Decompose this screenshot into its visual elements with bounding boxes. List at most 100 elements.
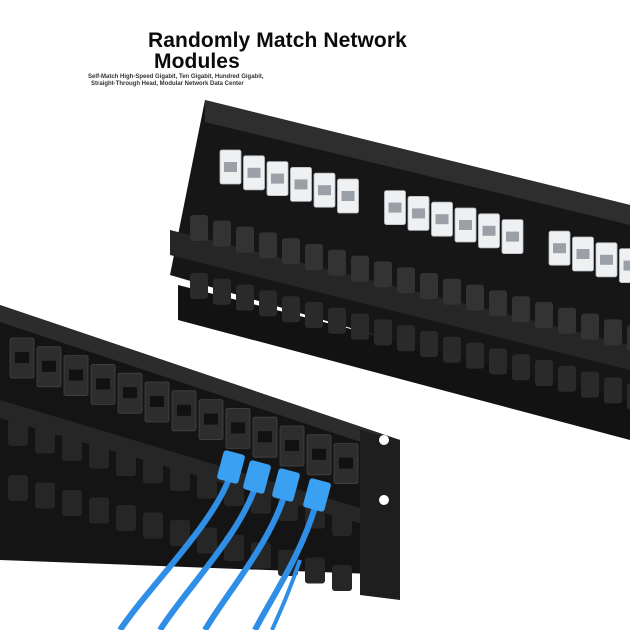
white-keystone-jack [572, 236, 594, 272]
keystone-latch [351, 255, 369, 282]
keystone-latch [604, 377, 622, 404]
cable-3 [202, 468, 300, 630]
black-keystone-jack [171, 390, 197, 432]
keystone-latch [282, 238, 300, 265]
jack-port [294, 179, 308, 190]
black-keystone-jack [36, 346, 62, 388]
subheadline-line-1: Self-Match High-Speed Gigabit, Ten Gigab… [88, 74, 264, 80]
keystone-latch [466, 284, 484, 311]
jack-port [412, 208, 425, 219]
keystone-latch [89, 442, 109, 469]
keystone-latch [443, 336, 461, 363]
keystone-latch [581, 313, 599, 340]
keystone-latch [236, 284, 254, 311]
jack-port [224, 162, 237, 172]
jack-port [623, 260, 630, 271]
keystone-latch [305, 244, 323, 270]
keystone-latch [236, 226, 254, 253]
jack-port [150, 396, 164, 407]
subheadline-line-2: Straight-Through Head, Modular Network D… [91, 81, 244, 87]
black-keystone-jack [198, 399, 224, 441]
jack-port [435, 214, 449, 225]
keystone-latch [170, 520, 190, 546]
black-keystone-jack [117, 372, 143, 414]
keystone-latch [627, 325, 630, 352]
keystone-latch [259, 232, 277, 259]
keystone-latch [558, 365, 576, 392]
black-keystone-jack [144, 381, 170, 423]
keystone-latch [420, 331, 438, 357]
keystone-latch [8, 420, 28, 446]
keystone-latch [328, 249, 346, 276]
keystone-latch [305, 302, 323, 328]
keystone-latch [190, 273, 208, 299]
jack-port [231, 422, 245, 434]
jack-port [600, 254, 613, 265]
white-keystone-jack [501, 219, 524, 255]
keystone-latch [397, 325, 415, 352]
jack-port [42, 360, 56, 372]
keystone-latch [332, 565, 352, 591]
keystone-latch [489, 290, 507, 317]
product-subheadline: Self-Match High-Speed Gigabit, Ten Gigab… [88, 74, 264, 88]
white-keystone-jack [290, 166, 312, 202]
jack-port [553, 243, 566, 254]
keystone-latch [190, 215, 208, 241]
jack-port [312, 448, 326, 460]
black-keystone-jack [63, 355, 89, 397]
white-keystone-jack [595, 242, 618, 278]
keystone-latch [443, 278, 461, 305]
keystone-latch [116, 505, 136, 531]
white-keystone-row [219, 149, 630, 283]
patch-panel-back [170, 100, 630, 440]
jack-port [177, 404, 191, 416]
jack-port [482, 225, 496, 236]
keystone-latch [420, 273, 438, 299]
jack-port [459, 220, 472, 230]
keystone-latch [397, 267, 415, 294]
keystone-latch [116, 450, 136, 476]
product-headline: Randomly Match Network Modules [148, 30, 407, 72]
headline-line-2: Modules [154, 50, 240, 73]
jack-port [204, 413, 218, 425]
white-keystone-jack [619, 248, 630, 283]
keystone-latch [535, 360, 553, 386]
keystone-latch [627, 383, 630, 410]
keystone-latch [489, 348, 507, 375]
black-keystone-jack [9, 337, 35, 379]
cable-2 [157, 460, 271, 630]
jack-port [318, 185, 331, 196]
keystone-latch [332, 510, 352, 536]
keystone-latch [351, 313, 369, 340]
jack-port [271, 173, 284, 184]
black-keystone-jack [306, 434, 332, 476]
keystone-latch [328, 307, 346, 334]
black-keystone-jack [225, 407, 251, 449]
white-keystone-jack [337, 178, 359, 214]
keystone-latch [604, 319, 622, 346]
keystone-latch [197, 472, 217, 499]
keystone-latch [143, 512, 163, 539]
back-latch-row [190, 215, 630, 410]
jack-port [285, 440, 299, 451]
keystone-latch [35, 427, 55, 454]
white-keystone-jack [219, 149, 242, 185]
headline-line-1: Randomly Match Network [148, 29, 407, 52]
white-keystone-jack [384, 190, 406, 226]
keystone-latch [512, 296, 530, 323]
keystone-latch [213, 278, 231, 305]
black-keystone-jack [279, 425, 305, 467]
white-keystone-jack [243, 155, 265, 191]
white-keystone-jack [454, 207, 477, 243]
keystone-latch [89, 497, 109, 524]
keystone-latch [197, 527, 217, 554]
jack-port [339, 457, 353, 469]
keystone-latch [282, 296, 300, 323]
white-keystone-jack [478, 213, 500, 249]
keystone-latch [259, 290, 277, 317]
white-keystone-jack [407, 195, 430, 231]
black-keystone-jack [90, 363, 116, 405]
keystone-latch [581, 371, 599, 398]
keystone-latch [62, 435, 82, 461]
jack-port [15, 352, 29, 363]
